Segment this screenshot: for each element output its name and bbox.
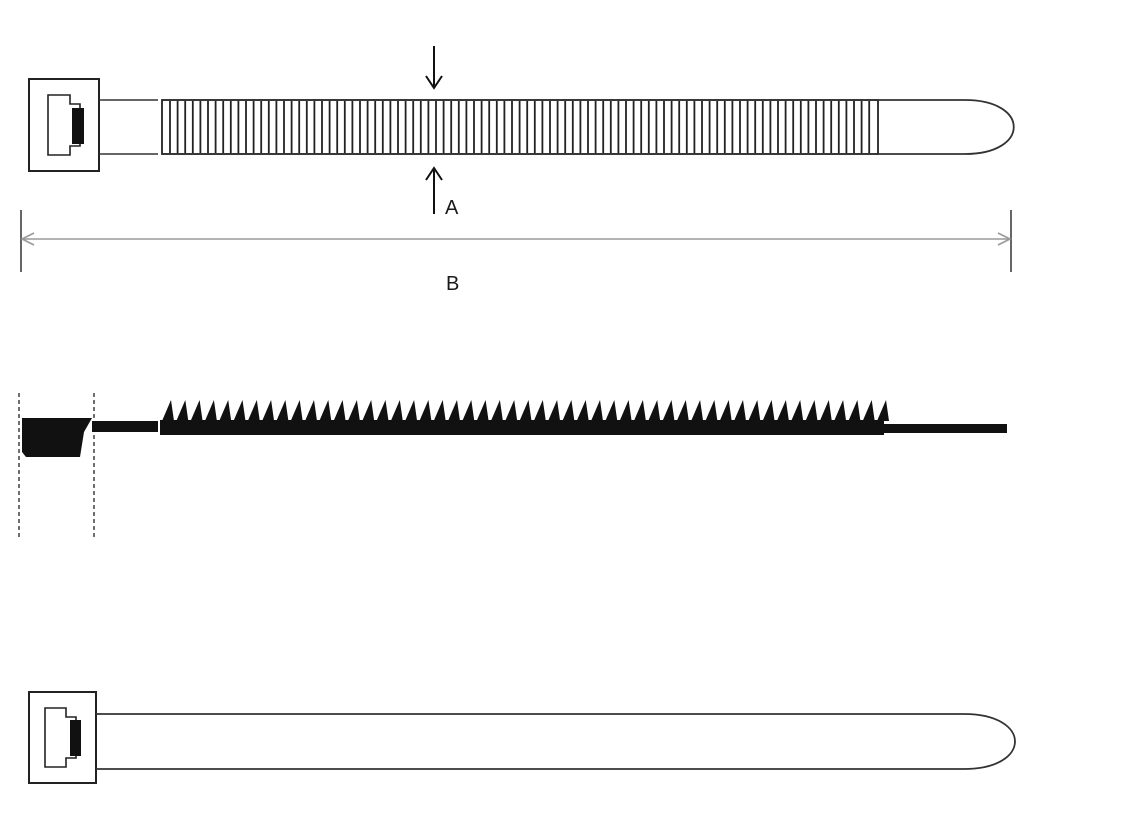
side-view-tooth — [562, 400, 575, 421]
side-view-tooth — [719, 400, 732, 421]
side-view-head — [22, 418, 92, 457]
side-view-tooth — [247, 400, 260, 421]
dimension-b-label: B — [446, 273, 459, 295]
bottom-view-strap — [96, 713, 1016, 770]
arrow-up-icon — [425, 166, 443, 181]
side-view-tooth — [433, 400, 446, 421]
side-view-tooth — [419, 400, 432, 421]
side-view-tooth — [548, 400, 561, 421]
side-view-teeth — [162, 400, 889, 421]
side-view-tooth — [176, 400, 189, 421]
side-view-tooth — [533, 400, 546, 421]
side-view-tooth — [262, 400, 275, 421]
side-view-tooth — [448, 400, 460, 421]
side-view-tooth — [405, 400, 418, 421]
side-view-tooth — [748, 400, 761, 421]
side-view-tooth — [591, 400, 603, 421]
side-view-tooth — [705, 400, 718, 421]
side-view-tooth — [276, 400, 289, 421]
side-view-tooth — [505, 400, 518, 421]
side-view-tooth — [805, 400, 818, 421]
side-view-tooth — [877, 400, 889, 421]
top-view-serration-lines — [169, 101, 871, 153]
bottom-view-pawl-tooth — [70, 720, 81, 756]
side-view-tooth — [734, 400, 746, 421]
side-view-tooth — [862, 400, 875, 421]
side-view-tooth — [834, 400, 847, 421]
top-view-pawl-tooth — [72, 108, 84, 144]
side-view-tooth — [390, 400, 403, 421]
side-view-tooth — [776, 400, 789, 421]
side-view — [18, 393, 1007, 540]
side-view-tooth — [762, 400, 775, 421]
side-view-tooth — [233, 400, 246, 421]
side-view-tooth — [362, 400, 375, 421]
side-view-tooth — [490, 400, 503, 421]
side-view-tooth — [204, 400, 217, 421]
side-view-tooth — [662, 400, 675, 421]
side-view-tooth — [605, 400, 618, 421]
arrow-down-icon — [425, 75, 443, 90]
side-view-tooth — [290, 400, 303, 421]
side-view-tooth — [190, 400, 203, 421]
side-view-tooth — [476, 400, 489, 421]
top-view-tail — [878, 99, 1015, 155]
side-view-tooth — [648, 400, 661, 421]
side-view-strip — [160, 420, 884, 435]
arrow-right-icon — [997, 232, 1012, 246]
side-view-tooth — [319, 400, 332, 421]
side-view-tooth — [333, 400, 346, 421]
side-view-tooth — [819, 400, 832, 421]
side-view-tooth — [791, 400, 804, 421]
bottom-view-head-pawl — [44, 707, 77, 768]
side-view-tooth — [162, 400, 174, 421]
side-view-tooth — [676, 400, 689, 421]
side-view-tooth — [619, 400, 632, 421]
side-view-tooth — [848, 400, 861, 421]
side-view-tooth — [633, 400, 646, 421]
side-view-tail — [884, 424, 1007, 433]
top-view: A B — [20, 46, 1015, 295]
side-view-tooth — [305, 400, 317, 421]
dimension-a-label: A — [445, 197, 459, 219]
dimension-a-arrows — [425, 46, 443, 214]
side-view-tooth — [219, 400, 232, 421]
arrow-left-icon — [20, 232, 35, 246]
side-view-tooth — [519, 400, 532, 421]
side-view-tooth — [376, 400, 389, 421]
side-view-tooth — [347, 400, 360, 421]
bottom-view — [28, 691, 1016, 784]
side-view-tooth — [576, 400, 589, 421]
side-view-tooth — [462, 400, 475, 421]
side-view-tooth — [691, 400, 704, 421]
side-view-neck — [92, 421, 158, 432]
dimension-b-line — [20, 210, 1012, 272]
